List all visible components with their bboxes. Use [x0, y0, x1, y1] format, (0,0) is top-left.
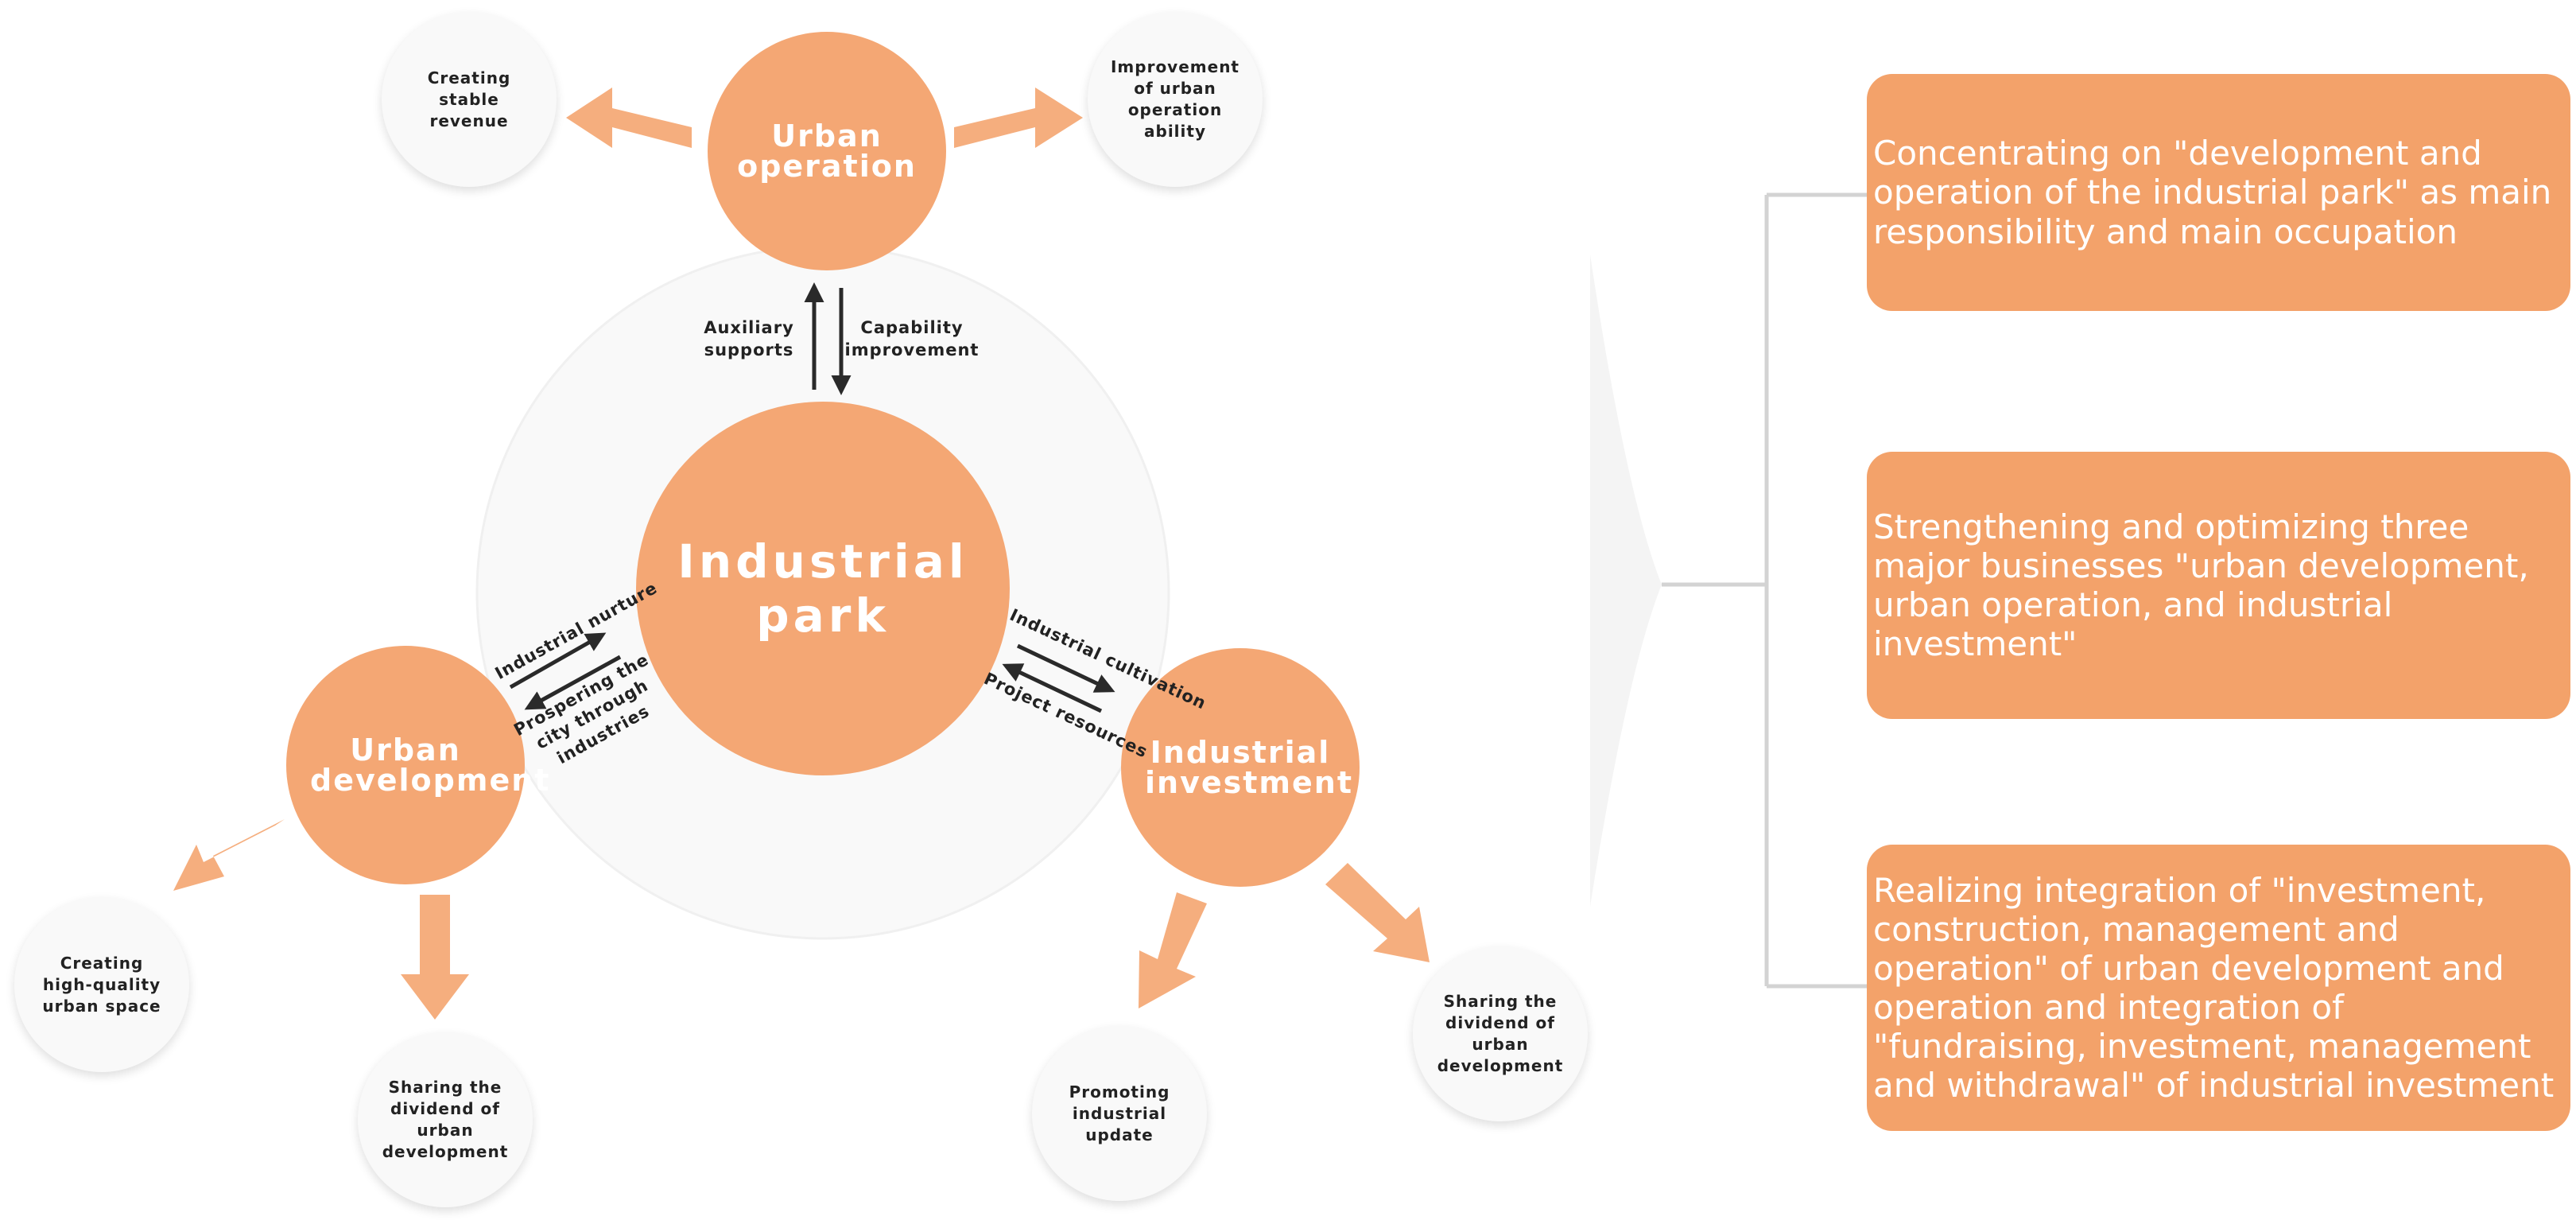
satellite-text-operation-ability: Improvement of urban operation ability: [1110, 57, 1240, 141]
arrow-prospering: [524, 655, 622, 710]
arrow-to-urban-space: [173, 819, 285, 891]
statement-text-1: Concentrating on "development and operat…: [1873, 134, 2552, 251]
outward-arrows: [173, 87, 1430, 1020]
node-text-operation: Urban operation: [737, 119, 917, 184]
satellite-text-industrial-update: Promoting industrial update: [1069, 1082, 1170, 1144]
arrow-cultivation: [1016, 643, 1115, 693]
satellite-text-stable-revenue: Creating stable revenue: [427, 68, 511, 130]
arrow-resources: [1002, 663, 1103, 713]
node-circle-investment: [1121, 648, 1360, 887]
hub-circle: [636, 402, 1010, 775]
statement-box-3: Realizing integration of "investment, co…: [1867, 845, 2570, 1131]
statement-text-3: Realizing integration of "investment, co…: [1873, 870, 2555, 1105]
tag-capability: Capability improvement: [844, 318, 980, 360]
arrow-to-dividend-inv: [1325, 863, 1430, 962]
satellite-dividend-dev: Sharing the dividend of urban developmen…: [358, 1032, 533, 1207]
statement-text-2: Strengthening and optimizing three major…: [1873, 507, 2529, 664]
satellite-text-urban-space: Creating high-quality urban space: [42, 953, 161, 1016]
satellite-industrial-update: Promoting industrial update: [1032, 1026, 1207, 1201]
satellite-dividend-inv: Sharing the dividend of urban developmen…: [1413, 946, 1588, 1121]
node-circle-operation: [708, 32, 946, 270]
connector-bracket: [1662, 192, 1867, 989]
node-label-investment: Industrial investment: [1121, 648, 1360, 887]
node-label-development: Urban development: [286, 646, 551, 884]
satellite-urban-space: Creating high-quality urban space: [14, 897, 189, 1072]
satellite-operation-ability: Improvement of urban operation ability: [1088, 12, 1263, 187]
arrow-to-industrial-update: [1139, 892, 1207, 1008]
node-label-operation: Urban operation: [708, 32, 946, 270]
tag-auxiliary: Auxiliary supports: [704, 318, 794, 360]
relation-arrows: [509, 282, 1115, 713]
satellite-text-dividend-inv: Sharing the dividend of urban developmen…: [1437, 992, 1564, 1075]
node-text-development: Urban development: [310, 732, 551, 798]
arrow-nurture: [509, 632, 607, 690]
arrow-to-stable-revenue: [566, 87, 692, 148]
arrow-to-dividend-dev: [401, 895, 469, 1020]
satellite-text-dividend-dev: Sharing the dividend of urban developmen…: [382, 1078, 509, 1161]
node-circle-development: [286, 646, 525, 884]
statement-box-1: Concentrating on "development and operat…: [1867, 74, 2570, 311]
arrow-to-operation-ability: [954, 87, 1083, 148]
hub-label: Industrial park: [677, 534, 968, 643]
satellite-stable-revenue: Creating stable revenue: [382, 12, 557, 187]
chevron-separator: [1590, 255, 1662, 907]
statement-box-2: Strengthening and optimizing three major…: [1867, 452, 2570, 719]
node-text-investment: Industrial investment: [1145, 735, 1353, 800]
